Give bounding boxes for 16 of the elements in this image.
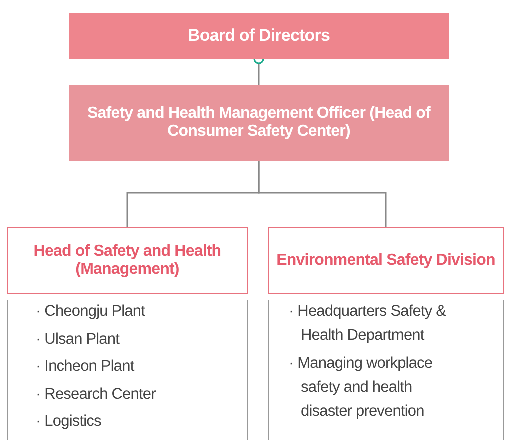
list-item: · Headquarters Safety & Health Department: [288, 302, 448, 346]
org-box: [268, 227, 504, 294]
list-item: · Managing workplace safety and health disaster prevention: [288, 354, 434, 422]
connector-line: [258, 161, 387, 227]
box-title: Environmental Safety Division: [276, 252, 496, 270]
list-item: · Research Center: [35, 384, 157, 404]
box-title: Safety and Health Management Officer (Head of Consumer Safety Center): [86, 105, 432, 141]
box-title: Head of Safety and Health (Management): [32, 242, 222, 278]
list-item: · Ulsan Plant: [35, 330, 121, 350]
list-item: · Incheon Plant: [35, 357, 136, 377]
box-title: Board of Directors: [186, 26, 332, 46]
org-box: [69, 13, 449, 59]
org-box: [69, 85, 449, 161]
list-item: · Logistics: [35, 412, 102, 432]
org-box: [7, 227, 248, 294]
list-item: · Cheongju Plant: [35, 302, 146, 322]
